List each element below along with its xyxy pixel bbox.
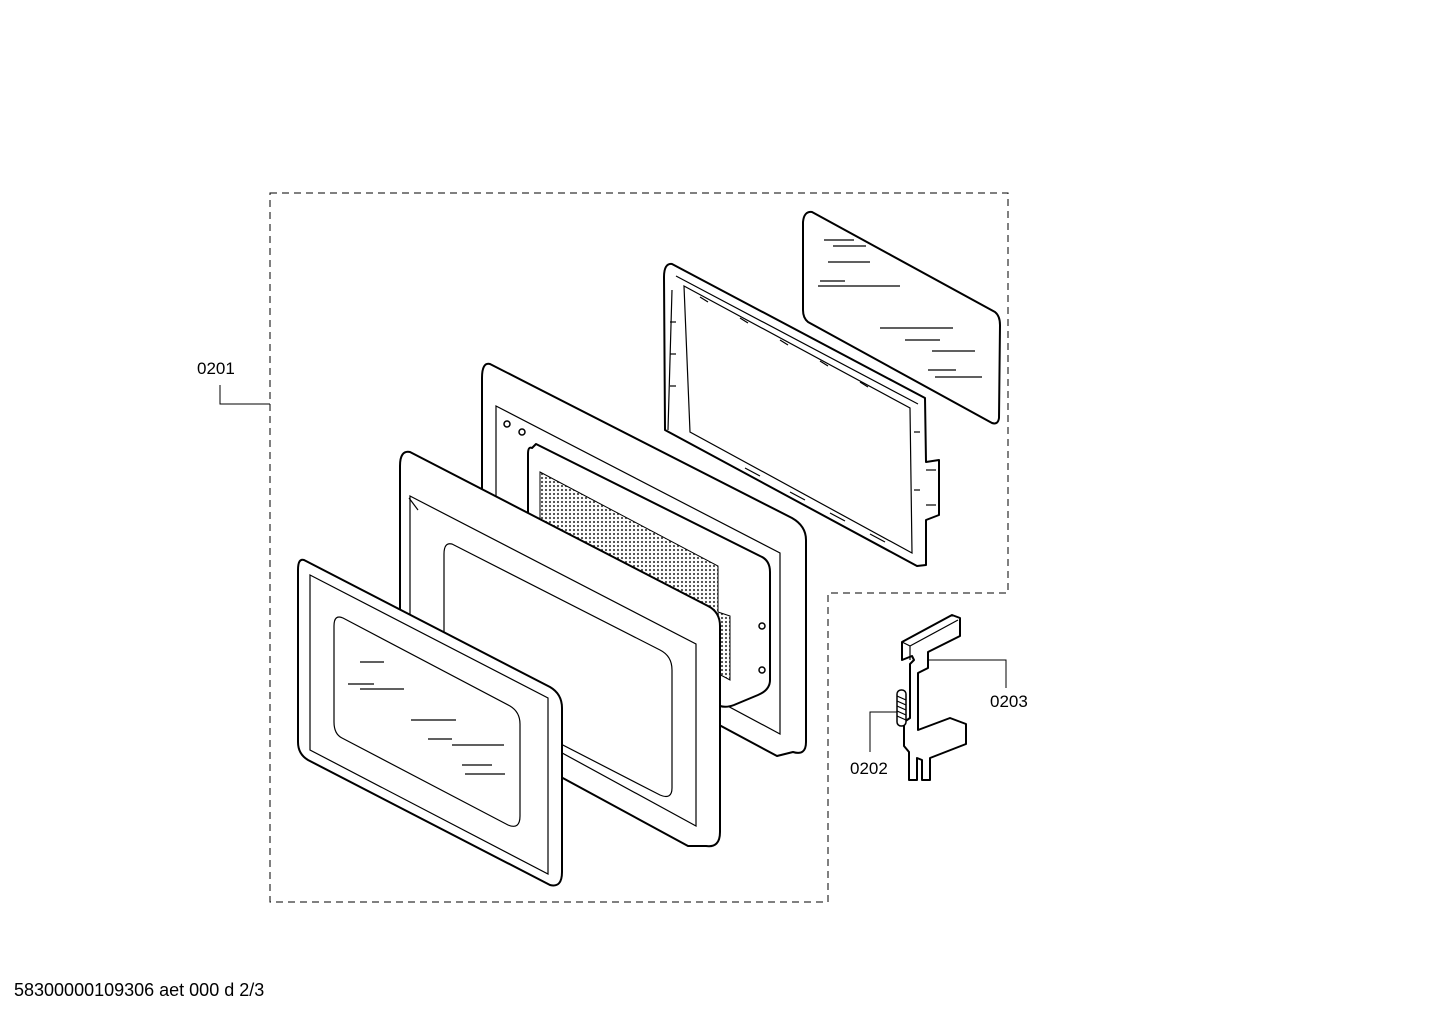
door-window-frame <box>399 450 721 848</box>
callout-0203: 0203 <box>990 692 1028 711</box>
door-latch-hook <box>901 614 967 781</box>
leader-line-0202 <box>869 711 900 752</box>
leader-line-0201 <box>219 385 270 405</box>
inner-door-frame <box>663 262 940 567</box>
leader-line-0203 <box>928 659 1007 688</box>
rear-glass-pane <box>802 210 1001 425</box>
assembly-boundary <box>269 192 1009 903</box>
callout-0201: 0201 <box>197 359 235 378</box>
drawing-code: 58300000109306 aet 000 d 2/3 <box>14 980 265 1000</box>
latch-spring <box>896 689 907 727</box>
callout-0202: 0202 <box>850 759 888 778</box>
front-glass-panel <box>297 558 563 887</box>
